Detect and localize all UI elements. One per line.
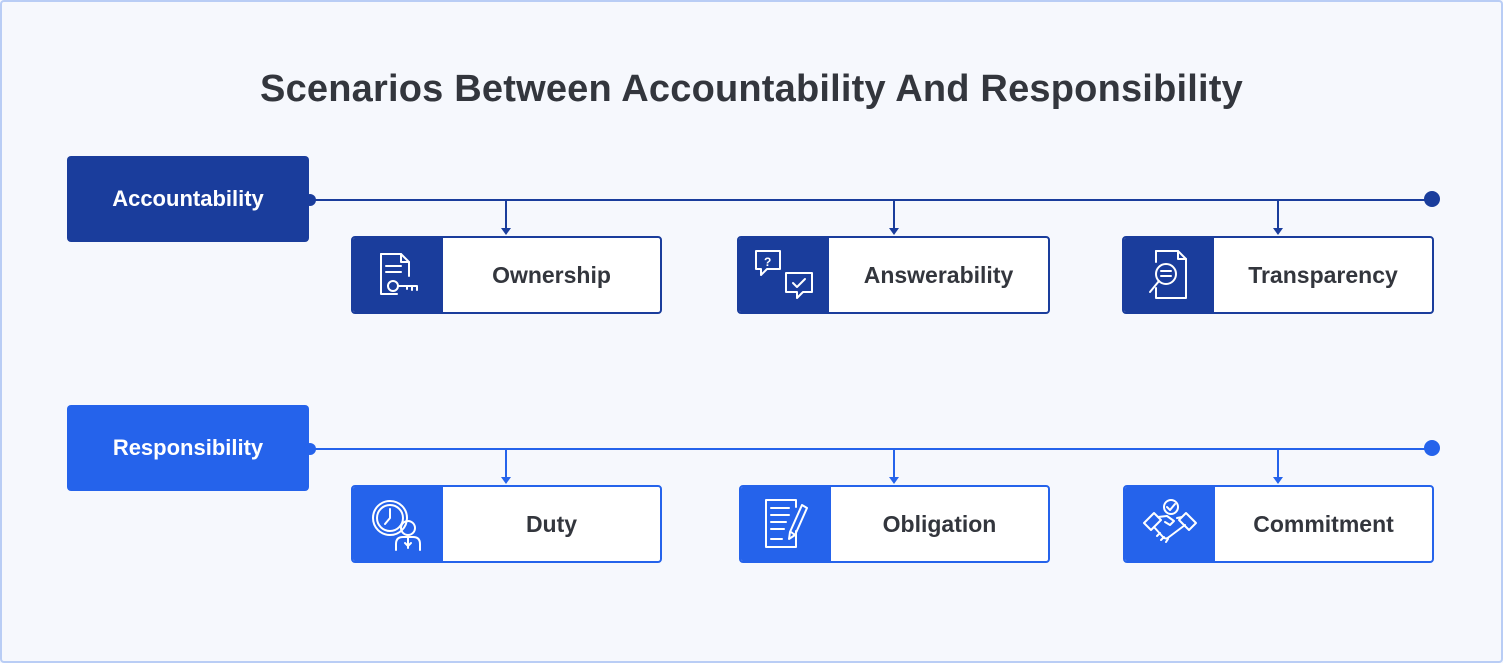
responsibility-line-end-dot xyxy=(1424,440,1440,456)
document-search-icon xyxy=(1124,238,1214,312)
accountability-label: Accountability xyxy=(67,156,309,242)
transparency-label: Transparency xyxy=(1248,261,1398,288)
responsibility-timeline xyxy=(310,448,1432,450)
clock-person-icon xyxy=(353,487,443,561)
answerability-label: Answerability xyxy=(863,261,1014,288)
obligation-label: Obligation xyxy=(882,510,997,537)
commitment-card: Commitment xyxy=(1123,485,1434,563)
obligation-card: Obligation xyxy=(739,485,1050,563)
duty-card: Duty xyxy=(351,485,662,563)
commitment-label: Commitment xyxy=(1253,510,1394,537)
responsibility-connector-1 xyxy=(505,449,507,479)
document-pen-icon xyxy=(741,487,831,561)
accountability-arrow-1 xyxy=(501,228,511,235)
responsibility-arrow-1 xyxy=(501,477,511,484)
ownership-label: Ownership xyxy=(492,261,611,288)
answerability-card: ? Answerability xyxy=(737,236,1050,314)
accountability-arrow-2 xyxy=(889,228,899,235)
accountability-connector-1 xyxy=(505,200,507,230)
diagram-title: Scenarios Between Accountability And Res… xyxy=(260,68,1243,110)
ownership-card: Ownership xyxy=(351,236,662,314)
accountability-timeline xyxy=(310,199,1432,201)
accountability-connector-3 xyxy=(1277,200,1279,230)
responsibility-arrow-2 xyxy=(889,477,899,484)
accountability-arrow-3 xyxy=(1273,228,1283,235)
responsibility-arrow-3 xyxy=(1273,477,1283,484)
responsibility-connector-2 xyxy=(893,449,895,479)
document-key-icon xyxy=(353,238,443,312)
transparency-card: Transparency xyxy=(1122,236,1434,314)
responsibility-connector-3 xyxy=(1277,449,1279,479)
svg-text:?: ? xyxy=(764,255,771,269)
accountability-connector-2 xyxy=(893,200,895,230)
duty-label: Duty xyxy=(525,510,578,537)
chat-question-check-icon: ? xyxy=(739,238,829,312)
responsibility-label: Responsibility xyxy=(67,405,309,491)
handshake-check-icon xyxy=(1125,487,1215,561)
accountability-line-end-dot xyxy=(1424,191,1440,207)
